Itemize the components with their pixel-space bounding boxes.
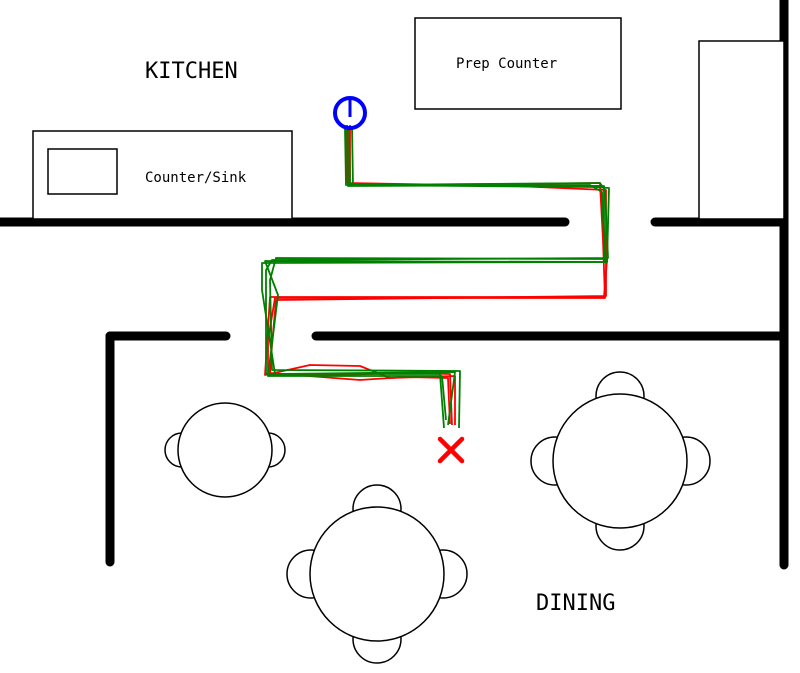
dining-label: DINING <box>536 591 615 616</box>
prep-counter-label: Prep Counter <box>456 56 557 72</box>
path-green <box>261 124 610 429</box>
prep-counter <box>414 17 622 110</box>
table-top <box>552 393 688 529</box>
x-mark-icon <box>437 436 465 464</box>
counter-sink-label: Counter/Sink <box>145 170 247 186</box>
green-path-line <box>264 128 610 421</box>
small-table <box>164 402 286 498</box>
table-top <box>177 402 273 498</box>
large-table-right <box>530 371 711 551</box>
green-path-line <box>261 124 606 426</box>
table-top <box>309 506 445 642</box>
start-marker-icon <box>333 96 367 130</box>
red-path-line <box>269 127 607 425</box>
fixtures <box>32 17 785 220</box>
red-path-line <box>267 125 606 426</box>
red-path-line <box>264 129 608 425</box>
green-path-line <box>265 125 609 429</box>
kitchen-label: KITCHEN <box>145 59 238 84</box>
x-stroke-2 <box>437 436 465 464</box>
sink-basin <box>47 148 118 195</box>
tables <box>164 371 711 664</box>
large-table-bottom <box>286 484 468 664</box>
path-red <box>264 125 608 426</box>
green-path-line <box>269 126 605 429</box>
start-circle <box>333 96 367 130</box>
cabinet <box>698 40 785 220</box>
